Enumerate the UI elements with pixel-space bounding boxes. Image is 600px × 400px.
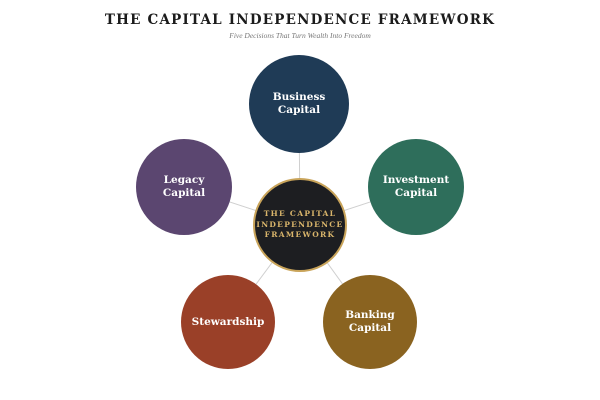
- center-node-framework: THE CAPITAL INDEPENDENCE FRAMEWORK: [253, 178, 347, 272]
- node-banking-capital: Banking Capital: [323, 275, 417, 369]
- node-label: Investment Capital: [382, 174, 450, 199]
- node-investment-capital: Investment Capital: [368, 139, 464, 235]
- node-legacy-capital: Legacy Capital: [136, 139, 232, 235]
- node-label: Stewardship: [191, 315, 265, 328]
- node-stewardship: Stewardship: [181, 275, 275, 369]
- center-label: THE CAPITAL INDEPENDENCE FRAMEWORK: [256, 208, 344, 240]
- page-title: THE CAPITAL INDEPENDENCE FRAMEWORK: [104, 12, 496, 28]
- node-label: Banking Capital: [345, 309, 395, 334]
- node-label: Business Capital: [272, 91, 326, 116]
- node-label: Legacy Capital: [162, 174, 206, 199]
- page-subtitle: Five Decisions That Turn Wealth Into Fre…: [229, 31, 371, 40]
- node-business-capital: Business Capital: [249, 55, 349, 153]
